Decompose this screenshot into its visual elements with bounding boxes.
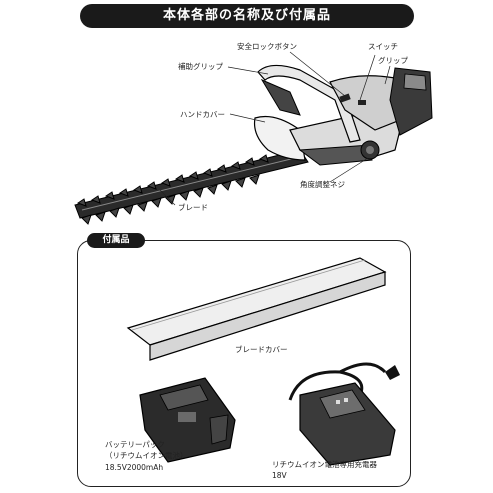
hand-cover-illustration <box>253 115 306 161</box>
blade-illustration <box>74 149 309 225</box>
label-switch: スイッチ <box>368 42 398 51</box>
accessories-heading: 付属品 <box>87 233 145 248</box>
label-battery-spec: 18.5V2000mAh <box>105 463 164 472</box>
label-blade: ブレード <box>178 203 208 212</box>
charger-illustration <box>288 362 400 466</box>
label-safety-lock-button: 安全ロックボタン <box>237 42 297 51</box>
label-charger-line1: リチウムイオン電池専用充電器 <box>272 460 377 469</box>
trimmer-body-illustration <box>257 64 433 166</box>
label-battery-line1: バッテリーパック <box>105 440 165 449</box>
accessories-box <box>77 240 411 487</box>
label-angle-screw: 角度調整ネジ <box>300 180 345 189</box>
label-hand-cover: ハンドカバー <box>180 110 225 119</box>
label-blade-cover: ブレードカバー <box>235 345 288 354</box>
blade-cover-illustration <box>126 257 387 361</box>
label-aux-grip: 補助グリップ <box>178 62 223 71</box>
label-battery-line2: （リチウムイオン電池） <box>105 451 188 460</box>
label-grip: グリップ <box>378 56 408 65</box>
battery-pack-illustration <box>139 377 236 463</box>
label-charger-spec: 18V <box>272 471 287 480</box>
leader-lines <box>159 51 391 206</box>
page-title: 本体各部の名称及び付属品 <box>80 4 414 28</box>
